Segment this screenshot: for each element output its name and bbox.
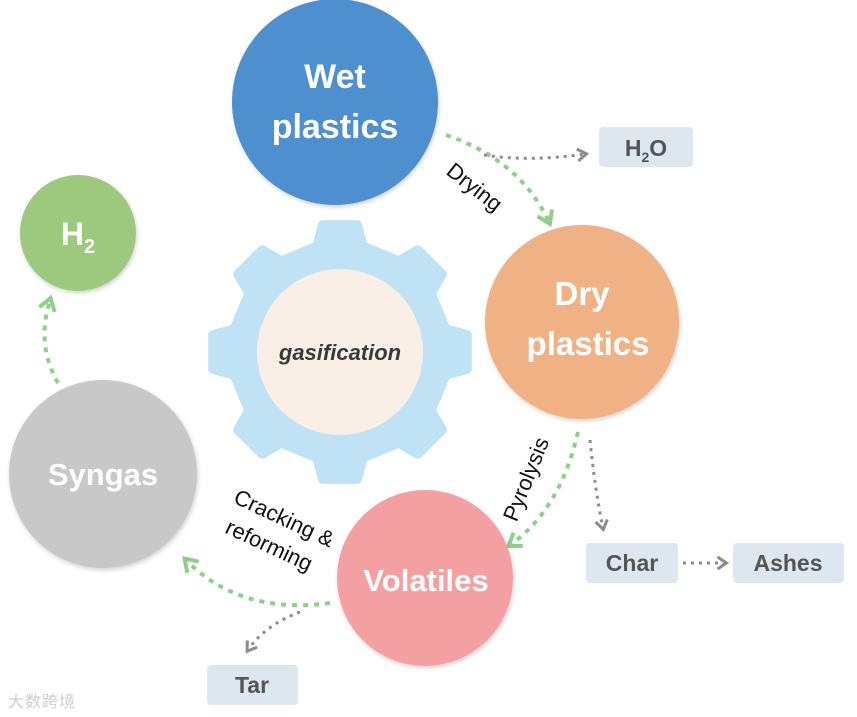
arrow-dry-to-volatiles [505,431,580,549]
watermark-text: 大数跨境 [8,694,77,711]
arrow-to-char [588,439,609,533]
volatiles-label: Volatiles [363,563,488,598]
volatiles-circle [337,490,513,666]
wet-plastics-circle [232,0,438,205]
node-wet-plastics: Wet plastics [232,0,438,205]
arrow-wet-to-dry [445,133,554,228]
product-char: Char [586,543,678,583]
tar-box [207,665,298,705]
wet-plastics-label-line2: plastics [272,108,399,146]
gear-inner-circle [257,269,423,435]
wet-plastics-label-line1: Wet [304,58,366,96]
syngas-circle [9,380,197,568]
product-tar: Tar [207,665,298,705]
node-h2: H2 [20,175,136,291]
ashes-label: Ashes [753,550,822,576]
char-label: Char [606,550,658,576]
h2o-box [599,127,693,167]
tar-label: Tar [235,672,269,698]
node-volatiles: Volatiles [337,490,513,666]
gear-label: gasification [278,340,401,365]
arrow-to-tar [245,610,301,654]
node-syngas: Syngas [9,380,197,568]
dry-plastics-circle [485,225,679,419]
arrow-to-h2o [483,147,590,163]
node-dry-plastics: Dry plastics [485,225,679,419]
h2-circle [20,175,136,291]
char-box [586,543,678,583]
h2o-label: H2O [625,135,667,165]
pyrolysis-label: Pyrolysis [498,434,554,525]
h2-label: H2 [61,216,95,258]
drying-label: Drying [442,158,507,217]
gasification-gear: gasification [208,220,472,484]
syngas-label: Syngas [48,457,158,492]
dry-plastics-label-line2: plastics [527,325,650,362]
ashes-box [733,543,844,583]
arrow-volatiles-to-syngas [182,556,331,608]
product-h2o: H2O [599,127,693,167]
product-ashes: Ashes [733,543,844,583]
arrow-syngas-to-h2 [38,294,60,385]
dry-plastics-label-line1: Dry [554,275,610,312]
